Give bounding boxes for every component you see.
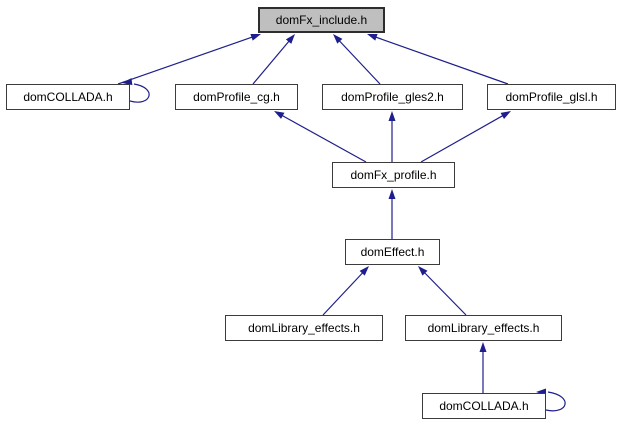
- node-domeffect[interactable]: domEffect.h: [345, 239, 440, 265]
- node-label: domCOLLADA.h: [23, 90, 113, 104]
- edge-profile_cg-root: [252, 34, 295, 85]
- node-domcollada-top[interactable]: domCOLLADA.h: [6, 84, 130, 110]
- node-domprofile-gles2[interactable]: domProfile_gles2.h: [322, 84, 463, 110]
- node-label: domFx_profile.h: [350, 168, 437, 182]
- edge-fx_profile-profile_gles2: [388, 111, 396, 162]
- node-label: domLibrary_effects.h: [427, 321, 540, 335]
- node-domprofile-glsl[interactable]: domProfile_glsl.h: [487, 84, 616, 110]
- edge-collada_bottom-library_effects_right: [479, 342, 487, 393]
- edge-library_effects_left-effect: [322, 266, 369, 316]
- node-label: domProfile_gles2.h: [341, 90, 444, 104]
- edge-library_effects_right-effect: [418, 266, 467, 316]
- node-label: domFx_include.h: [275, 13, 368, 27]
- node-domcollada-bottom[interactable]: domCOLLADA.h: [422, 393, 546, 419]
- node-domlibrary-effects-right[interactable]: domLibrary_effects.h: [405, 315, 562, 341]
- edge-profile_glsl-root: [367, 34, 509, 85]
- node-label: domLibrary_effects.h: [248, 321, 360, 335]
- edge-profile_gles2-root: [333, 34, 381, 85]
- node-domlibrary-effects-left[interactable]: domLibrary_effects.h: [225, 315, 383, 341]
- node-label: domProfile_glsl.h: [505, 90, 598, 104]
- node-domfx-include: domFx_include.h: [258, 7, 385, 33]
- node-label: domEffect.h: [360, 245, 425, 259]
- node-label: domProfile_cg.h: [193, 90, 280, 104]
- edge-effect-fx_profile: [388, 189, 396, 239]
- node-domprofile-cg[interactable]: domProfile_cg.h: [175, 84, 298, 110]
- edge-fx_profile-profile_cg: [274, 111, 367, 163]
- node-domfx-profile[interactable]: domFx_profile.h: [332, 162, 455, 188]
- edge-fx_profile-profile_glsl: [420, 111, 511, 163]
- edge-collada_top-root: [117, 33, 261, 85]
- node-label: domCOLLADA.h: [439, 399, 529, 413]
- edge-collada_top-collada_top: [122, 78, 150, 103]
